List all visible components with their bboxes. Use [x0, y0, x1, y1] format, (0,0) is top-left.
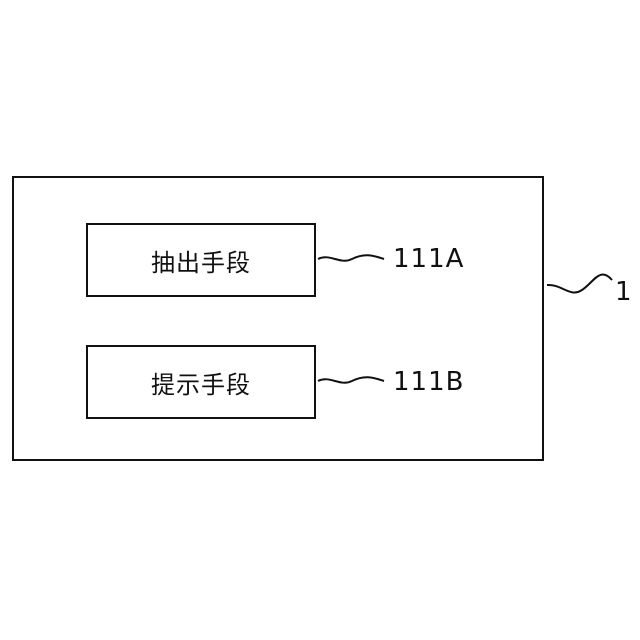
ref-label-111a: 111A	[393, 246, 464, 272]
extraction-means-label: 抽出手段	[151, 243, 251, 278]
ref-label-outer: 1	[615, 279, 633, 305]
presentation-means-label: 提示手段	[151, 365, 251, 400]
presentation-means-block: 提示手段	[86, 345, 316, 419]
leader-line-outer	[547, 274, 612, 292]
extraction-means-block: 抽出手段	[86, 223, 316, 297]
ref-label-111b: 111B	[393, 369, 464, 395]
